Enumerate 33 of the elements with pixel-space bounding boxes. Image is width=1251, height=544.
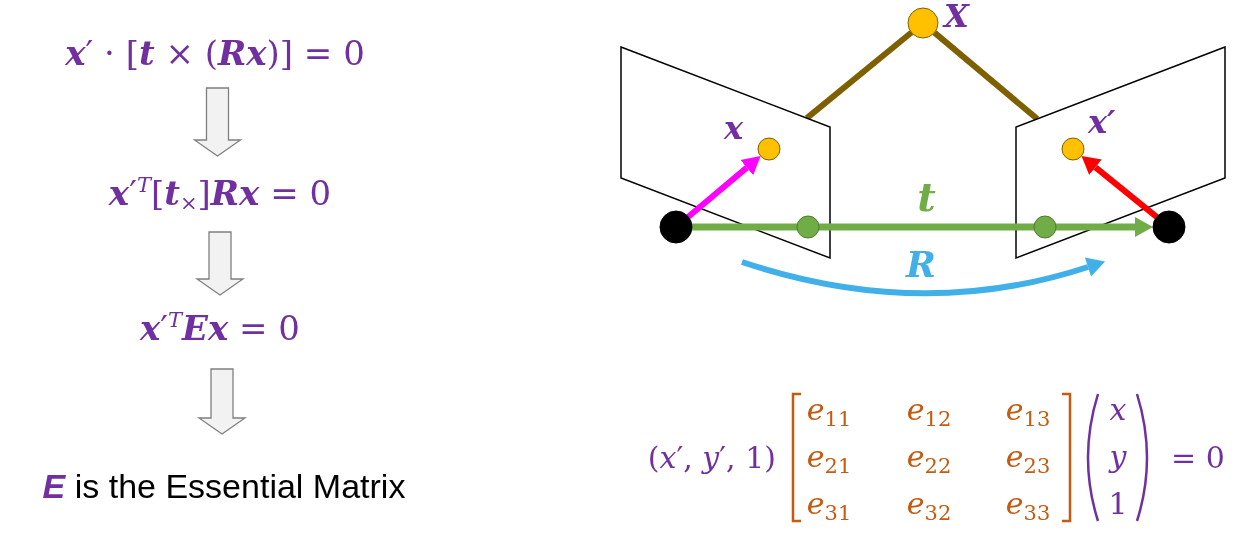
vector-entry: x <box>1108 391 1128 429</box>
point-label: X <box>944 0 971 32</box>
matrix-entry: e$_{32}$ <box>905 485 953 524</box>
matrix-entry: e$_{22}$ <box>905 438 953 477</box>
block-arrow <box>194 231 246 296</box>
equation: x′$^{T}$Ex = 0 <box>80 307 360 349</box>
arrow <box>686 156 761 219</box>
matrix-entry: e$_{33}$ <box>1004 485 1052 524</box>
point-label: x <box>724 112 745 146</box>
connector-line <box>819 223 1034 231</box>
arrow <box>1081 155 1159 220</box>
equation: x′ · [t × (Rx)] = 0 <box>20 32 410 74</box>
equation-text: = 0 <box>1170 439 1226 477</box>
block-arrow <box>192 87 243 157</box>
matrix-entry: e$_{11}$ <box>805 391 853 430</box>
rotation-label: R <box>904 244 937 284</box>
point-label: x′ <box>1088 106 1117 140</box>
connector-line <box>692 223 797 231</box>
connector-line <box>804 30 914 121</box>
matrix-entry: e$_{21}$ <box>805 438 853 477</box>
equation: x′$^{T}$[t$_{×}$]Rx = 0 <box>50 172 390 214</box>
block-arrow <box>196 368 248 435</box>
vector-entry: y <box>1107 438 1128 476</box>
row-vector: (x′, y′, 1) <box>646 439 776 477</box>
statement-text: E is the Essential Matrix <box>4 466 444 506</box>
connector-line <box>932 30 1040 122</box>
arrow <box>1056 217 1153 237</box>
edge-label: t <box>916 175 937 219</box>
matrix-entry: e$_{23}$ <box>1004 438 1052 477</box>
matrix-entry: e$_{31}$ <box>805 485 853 524</box>
matrix-entry: e$_{13}$ <box>1004 391 1052 430</box>
matrix-entry: e$_{12}$ <box>905 391 953 430</box>
vector-entry: 1 <box>1107 485 1129 523</box>
